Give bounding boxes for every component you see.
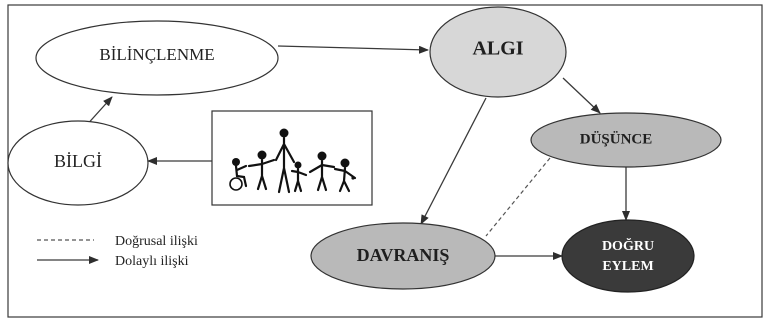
- node-davranis-label: DAVRANIŞ: [357, 245, 450, 265]
- node-algi-label: ALGI: [472, 38, 523, 60]
- people-image: [211, 110, 373, 206]
- legend-dashed-label: Doğrusal ilişki: [115, 234, 198, 249]
- legend-solid-label: Dolaylı ilişki: [115, 254, 189, 269]
- node-dusunce: DÜŞÜNCE: [530, 112, 722, 168]
- people-group-icon: [229, 128, 357, 194]
- edge-bilinclenme-algi: [277, 45, 429, 54]
- node-algi: ALGI: [429, 6, 567, 98]
- edge-algi-davranis: [420, 97, 487, 225]
- node-dogru-eylem-line1: DOĞRU: [602, 237, 654, 254]
- edge-algi-dusunce: [562, 77, 601, 114]
- node-bilinclenme-label: BİLİNÇLENME: [99, 45, 214, 64]
- node-dogru-eylem: DOĞRU EYLEM: [561, 219, 695, 293]
- node-davranis: DAVRANIŞ: [310, 222, 496, 290]
- node-bilgi: BİLGİ: [7, 120, 149, 206]
- edge-dashed-dusunce-davranis: [485, 157, 551, 237]
- legend: Doğrusal ilişki Dolaylı ilişki: [37, 234, 198, 269]
- node-bilgi-label: BİLGİ: [54, 151, 102, 171]
- node-dusunce-label: DÜŞÜNCE: [580, 130, 653, 147]
- node-bilinclenme: BİLİNÇLENME: [35, 20, 279, 96]
- node-dogru-eylem-line2: EYLEM: [602, 259, 653, 274]
